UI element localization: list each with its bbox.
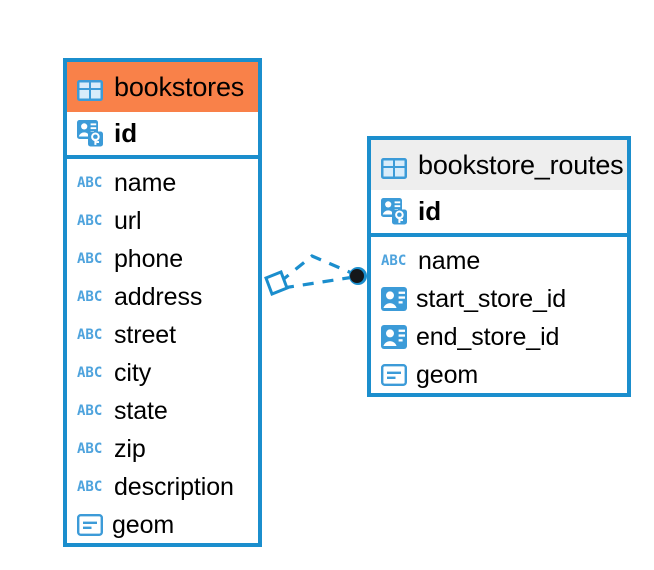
- field-row-geom[interactable]: geom: [371, 356, 627, 394]
- entity-bookstores[interactable]: bookstores id: [63, 58, 262, 547]
- field-row-url[interactable]: ABC url: [67, 202, 258, 240]
- entity-name-label: bookstore_routes: [418, 149, 624, 180]
- field-label: geom: [416, 360, 479, 389]
- relationship-line-lower: [282, 275, 355, 290]
- field-label: description: [114, 472, 234, 501]
- primary-key-icon: [381, 198, 408, 225]
- foreign-key-icon: [381, 287, 407, 311]
- entity-fields-bookstore-routes: ABC name start_store_id: [371, 237, 627, 398]
- field-row-address[interactable]: ABC address: [67, 278, 258, 316]
- field-label: city: [114, 358, 152, 387]
- field-label: address: [114, 282, 203, 311]
- abc-icon: ABC: [77, 365, 103, 381]
- field-label: geom: [112, 510, 175, 539]
- abc-icon: ABC: [77, 251, 103, 267]
- field-row-state[interactable]: ABC state: [67, 392, 258, 430]
- field-row-name[interactable]: ABC name: [371, 242, 627, 280]
- entity-name-label: bookstores: [114, 71, 245, 102]
- table-icon: [381, 155, 407, 179]
- entity-header-bookstore-routes[interactable]: bookstore_routes: [371, 140, 627, 190]
- foreign-key-icon: [381, 325, 407, 349]
- field-row-geom[interactable]: geom: [67, 506, 258, 544]
- field-label: url: [114, 206, 142, 235]
- field-row-phone[interactable]: ABC phone: [67, 240, 258, 278]
- field-label: phone: [114, 244, 184, 273]
- abc-icon: ABC: [381, 253, 407, 269]
- primary-key-label: id: [114, 118, 138, 148]
- field-row-city[interactable]: ABC city: [67, 354, 258, 392]
- field-row-end-store-id[interactable]: end_store_id: [371, 318, 627, 356]
- field-label: name: [418, 246, 481, 275]
- abc-icon: ABC: [77, 213, 103, 229]
- field-row-primary-key[interactable]: id: [67, 112, 258, 159]
- abc-icon: ABC: [77, 289, 103, 305]
- field-label: street: [114, 320, 176, 349]
- abc-icon: ABC: [77, 403, 103, 419]
- entity-bookstore-routes[interactable]: bookstore_routes id: [367, 136, 631, 397]
- primary-key-label: id: [418, 196, 442, 226]
- relationship-diamond-marker: [264, 270, 289, 296]
- entity-header-bookstores[interactable]: bookstores: [67, 62, 258, 112]
- abc-icon: ABC: [77, 479, 103, 495]
- abc-icon: ABC: [77, 327, 103, 343]
- field-row-name[interactable]: ABC name: [67, 164, 258, 202]
- field-label: name: [114, 168, 177, 197]
- field-label: zip: [114, 434, 146, 463]
- field-label: start_store_id: [416, 284, 567, 313]
- relationship-target-marker: [350, 269, 364, 283]
- table-icon: [77, 77, 103, 101]
- relationship-target-ring: [349, 267, 367, 285]
- geometry-icon: [77, 514, 104, 537]
- field-row-street[interactable]: ABC street: [67, 316, 258, 354]
- field-row-zip[interactable]: ABC zip: [67, 430, 258, 468]
- field-row-primary-key[interactable]: id: [371, 190, 627, 237]
- field-row-description[interactable]: ABC description: [67, 468, 258, 506]
- primary-key-icon: [77, 120, 104, 147]
- field-row-start-store-id[interactable]: start_store_id: [371, 280, 627, 318]
- geometry-icon: [381, 364, 408, 387]
- field-label: end_store_id: [416, 322, 560, 351]
- entity-fields-bookstores: ABC name ABC url ABC phone ABC: [67, 159, 258, 548]
- abc-icon: ABC: [77, 175, 103, 191]
- abc-icon: ABC: [77, 441, 103, 457]
- relationship-line-upper: [278, 254, 355, 284]
- field-label: state: [114, 396, 168, 425]
